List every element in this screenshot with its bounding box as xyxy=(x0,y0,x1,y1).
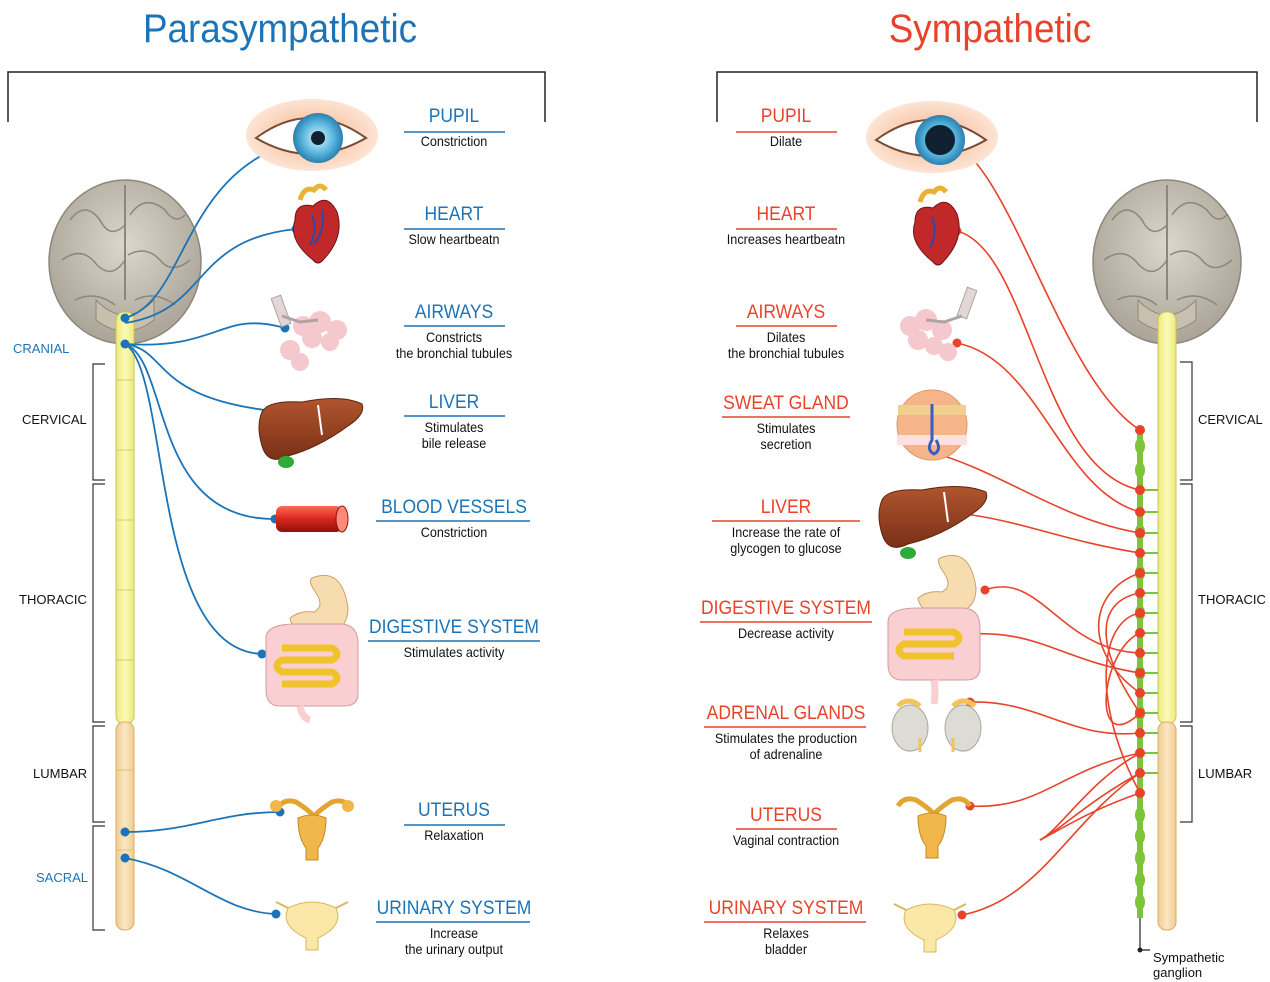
heart-icon xyxy=(293,186,339,263)
bladder-icon xyxy=(276,902,348,950)
sympathetic-organ-label-airways: AIRWAYS xyxy=(685,302,887,324)
sympathetic-organ-effect-liver: Increase the rate of glycogen to glucose xyxy=(687,524,885,556)
sympathetic-organ-label-urinary-system: URINARY SYSTEM xyxy=(685,898,887,920)
parasympathetic-organ-effect-pupil: Constriction xyxy=(355,133,553,149)
segment-label-cervical: CERVICAL xyxy=(22,412,87,427)
lungs-icon xyxy=(271,295,347,371)
blood-vessel-icon xyxy=(276,506,348,532)
parasympathetic-organ-label-liver: LIVER xyxy=(353,392,555,414)
sympathetic-organ-effect-adrenal-glands: Stimulates the production of adrenaline xyxy=(687,730,885,762)
parasympathetic-organ-label-blood-vessels: BLOOD VESSELS xyxy=(353,497,555,519)
segment-label-lumbar: LUMBAR xyxy=(1198,766,1252,781)
sympathetic-ganglion-caption: Sympathetic ganglion xyxy=(1153,950,1225,980)
parasympathetic-organ-effect-urinary-system: Increase the urinary output xyxy=(355,925,553,957)
parasympathetic-organ-label-pupil: PUPIL xyxy=(353,106,555,128)
sympathetic-title: Sympathetic xyxy=(861,6,1119,52)
sympathetic-organ-label-sweat-gland: SWEAT GLAND xyxy=(685,393,887,415)
bladder-icon xyxy=(894,904,966,952)
segment-label-cranial: CRANIAL xyxy=(13,341,69,356)
digestive-system-icon xyxy=(266,575,358,720)
segment-label-sacral: SACRAL xyxy=(36,870,88,885)
sympathetic-organ-effect-airways: Dilates the bronchial tubules xyxy=(687,329,885,361)
sympathetic-organ-effect-uterus: Vaginal contraction xyxy=(687,832,885,848)
sympathetic-organ-effect-heart: Increases heartbeatn xyxy=(687,231,885,247)
sympathetic-organ-label-adrenal-glands: ADRENAL GLANDS xyxy=(685,703,887,725)
parasympathetic-title: Parasympathetic xyxy=(133,6,427,52)
liver-icon xyxy=(259,398,363,468)
parasympathetic-organ-effect-blood-vessels: Constriction xyxy=(355,524,553,540)
sympathetic-organ-label-heart: HEART xyxy=(685,204,887,226)
segment-label-cervical: CERVICAL xyxy=(1198,412,1263,427)
sweat-gland-icon xyxy=(897,390,967,460)
sympathetic-organ-label-pupil: PUPIL xyxy=(685,106,887,128)
sympathetic-organ-label-digestive-system: DIGESTIVE SYSTEM xyxy=(685,598,887,620)
parasympathetic-organ-effect-uterus: Relaxation xyxy=(355,827,553,843)
liver-icon xyxy=(879,486,987,559)
segment-label-thoracic: THORACIC xyxy=(19,592,87,607)
parasympathetic-organ-label-uterus: UTERUS xyxy=(353,800,555,822)
sympathetic-organ-effect-urinary-system: Relaxes bladder xyxy=(687,925,885,957)
sympathetic-organ-effect-digestive-system: Decrease activity xyxy=(687,625,885,641)
parasympathetic-organ-label-urinary-system: URINARY SYSTEM xyxy=(353,898,555,920)
sympathetic-organ-effect-pupil: Dilate xyxy=(687,133,885,149)
spinal-cord xyxy=(116,312,134,930)
segment-brackets xyxy=(93,364,105,930)
parasympathetic-organ-label-heart: HEART xyxy=(353,204,555,226)
parasympathetic-organ-effect-heart: Slow heartbeatn xyxy=(355,231,553,247)
sympathetic-organ-effect-sweat-gland: Stimulates secretion xyxy=(687,420,885,452)
spinal-cord xyxy=(1158,312,1176,930)
sympathetic-organ-label-uterus: UTERUS xyxy=(685,805,887,827)
parasympathetic-organ-label-digestive-system: DIGESTIVE SYSTEM xyxy=(353,617,555,639)
adrenal-glands-icon xyxy=(892,701,981,752)
parasympathetic-organ-effect-liver: Stimulates bile release xyxy=(355,419,553,451)
segment-label-thoracic: THORACIC xyxy=(1198,592,1266,607)
uterus-icon xyxy=(898,799,970,858)
digestive-system-icon xyxy=(888,555,980,704)
sympathetic-organ-label-liver: LIVER xyxy=(685,497,887,519)
heart-icon xyxy=(913,188,959,265)
segment-label-lumbar: LUMBAR xyxy=(33,766,87,781)
segment-brackets xyxy=(1180,362,1192,822)
parasympathetic-organ-effect-airways: Constricts the bronchial tubules xyxy=(355,329,553,361)
parasympathetic-organ-label-airways: AIRWAYS xyxy=(353,302,555,324)
parasympathetic-organ-effect-digestive-system: Stimulates activity xyxy=(355,644,553,660)
lungs-icon xyxy=(900,287,977,361)
